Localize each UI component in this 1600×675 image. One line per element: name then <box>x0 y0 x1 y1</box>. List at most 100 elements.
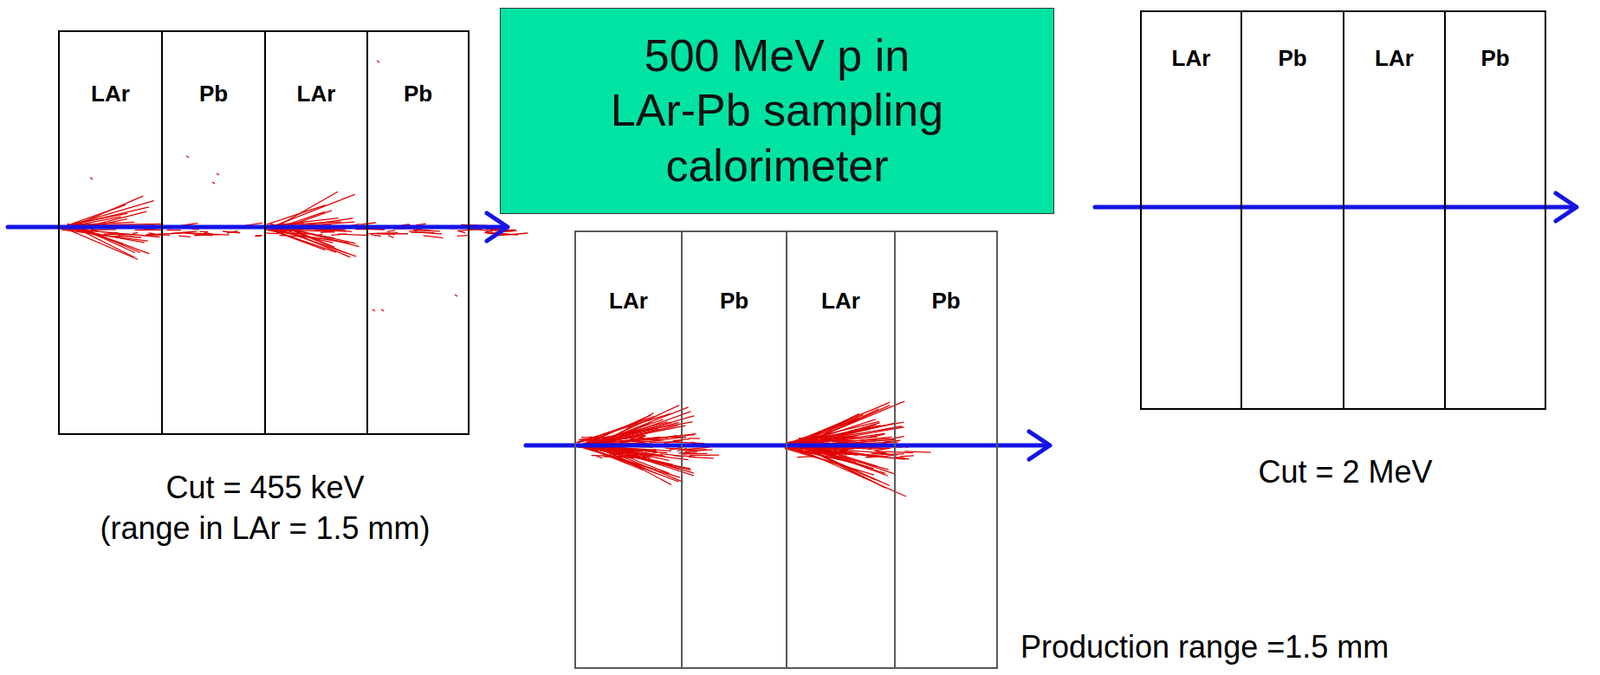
track-segment <box>870 434 885 437</box>
track-segment <box>876 447 892 451</box>
track-segment <box>387 230 396 232</box>
layer-column: Pb <box>893 230 998 669</box>
material-label: Pb <box>368 80 468 108</box>
material-label: Pb <box>1242 45 1343 72</box>
track-segment <box>602 456 619 458</box>
track-segment <box>222 231 240 234</box>
track-segment <box>800 451 828 454</box>
track-segment <box>457 234 468 237</box>
cut-caption: (range in LAr = 1.5 mm) <box>99 510 430 547</box>
track-segment <box>254 235 261 237</box>
track-segment <box>104 232 118 234</box>
track-segment <box>797 449 819 452</box>
track-segment <box>804 441 830 444</box>
track-segment <box>904 451 931 453</box>
track-segment <box>72 204 126 224</box>
layer-column: Pb <box>366 30 470 435</box>
material-label: LAr <box>265 80 367 108</box>
track-segment <box>595 444 694 476</box>
track-segment <box>829 448 848 452</box>
track-segment <box>194 234 221 236</box>
track-segment <box>620 440 639 441</box>
track-segment <box>376 60 380 63</box>
track-segment <box>635 452 648 455</box>
track-segment <box>337 233 369 236</box>
track-segment <box>665 447 695 450</box>
track-segment <box>671 436 687 438</box>
track-segment <box>277 191 338 227</box>
track-segment <box>372 309 376 311</box>
track-segment <box>279 223 304 225</box>
layer-column: LAr <box>264 30 369 435</box>
track-segment <box>336 229 352 232</box>
track-segment <box>178 235 191 237</box>
track-segment <box>800 439 823 441</box>
track-segment <box>135 229 158 231</box>
track-segment <box>66 213 128 225</box>
layer-column: LAr <box>1140 10 1243 410</box>
track-segment <box>292 233 311 234</box>
track-segment <box>255 234 263 237</box>
arrow-head <box>486 213 508 241</box>
track-segment <box>688 437 700 439</box>
note-text: Production range =1.5 mm <box>1020 628 1389 666</box>
track-segment <box>608 452 634 455</box>
track-segment <box>842 435 856 437</box>
track-segment <box>454 294 458 297</box>
track-segment <box>423 235 444 239</box>
title-text: 500 MeV p in LAr-Pb sampling calorimeter <box>595 28 959 194</box>
track-segment <box>581 436 611 438</box>
track-segment <box>388 234 395 238</box>
layer-column: LAr <box>785 230 896 669</box>
track-segment <box>859 447 872 449</box>
track-segment <box>320 235 334 239</box>
track-segment <box>212 181 215 184</box>
track-segment <box>654 437 669 439</box>
track-segment <box>610 449 636 452</box>
cut-caption: Cut = 455 keV <box>165 469 364 506</box>
track-segment <box>184 232 214 234</box>
track-segment <box>118 235 142 238</box>
track-segment <box>609 436 635 440</box>
track-segment <box>90 177 93 180</box>
track-segment <box>586 440 650 442</box>
track-segment <box>681 453 707 455</box>
track-segment <box>295 232 301 235</box>
track-segment <box>667 434 678 438</box>
layer-column: LAr <box>574 230 683 669</box>
track-segment <box>865 455 883 458</box>
track-segment <box>581 445 679 481</box>
track-segment <box>685 449 713 452</box>
track-segment <box>269 228 337 253</box>
layer-column: Pb <box>1444 10 1547 410</box>
layer-column: Pb <box>161 30 266 435</box>
track-segment <box>167 229 182 231</box>
track-segment <box>856 453 872 456</box>
title-box: 500 MeV p in LAr-Pb sampling calorimeter <box>499 7 1055 214</box>
track-segment <box>900 454 914 457</box>
track-segment <box>370 234 382 237</box>
track-segment <box>132 232 138 234</box>
track-segment <box>828 453 837 456</box>
track-segment <box>796 444 889 486</box>
track-segment <box>66 207 149 227</box>
track-segment <box>381 309 384 311</box>
track-segment <box>646 454 654 456</box>
track-segment <box>204 232 214 234</box>
arrow-head <box>1029 431 1050 460</box>
beam-arrow <box>1094 205 1575 210</box>
proton-beams <box>7 193 1577 460</box>
track-segment <box>591 454 606 456</box>
material-label: LAr <box>787 287 894 315</box>
track-segment <box>616 454 639 456</box>
track-segment <box>788 401 890 444</box>
track-segment <box>625 434 646 437</box>
track-segment <box>831 440 855 443</box>
track-segment <box>785 436 859 443</box>
layer-column: Pb <box>680 230 788 669</box>
track-segment <box>278 235 311 238</box>
track-segment <box>368 233 398 234</box>
layer-column: Pb <box>1240 10 1345 410</box>
track-segment <box>836 438 845 441</box>
track-segment <box>883 440 901 442</box>
